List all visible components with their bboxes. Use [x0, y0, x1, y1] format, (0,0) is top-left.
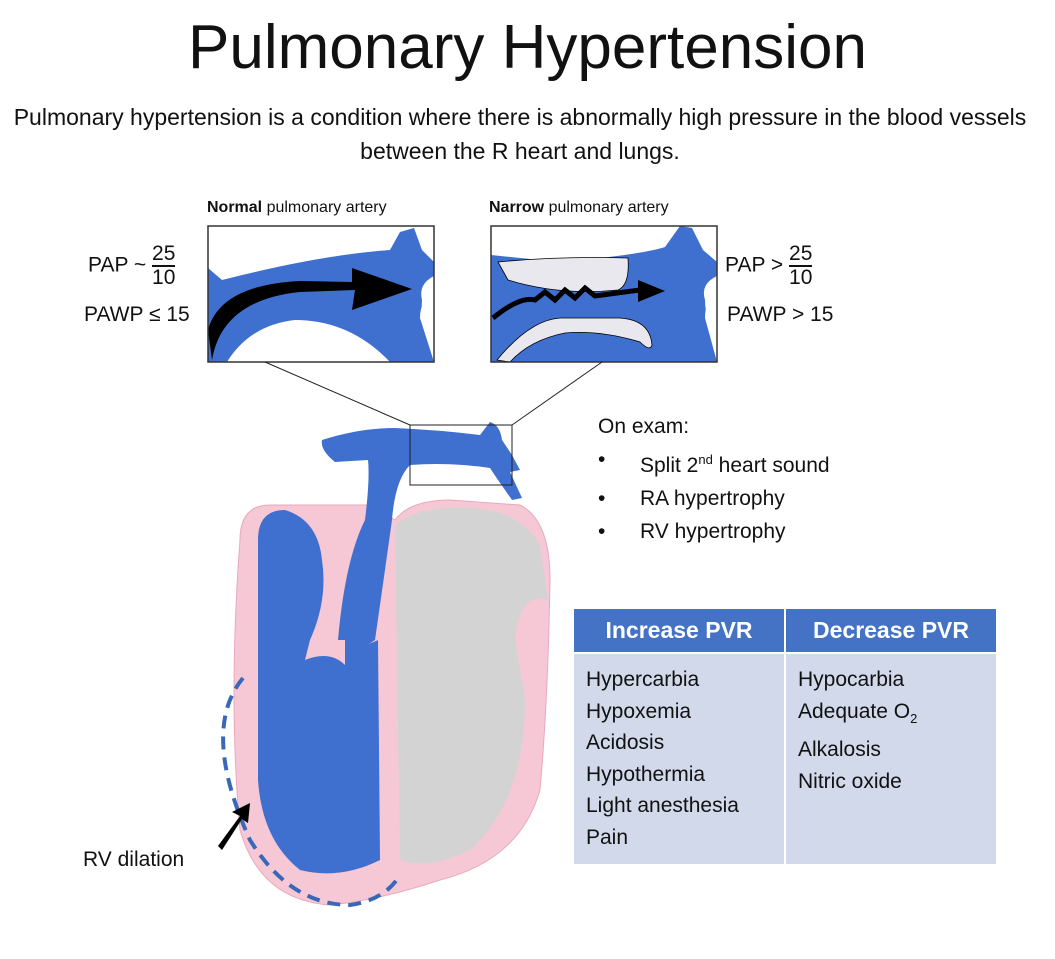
list-item: Hypothermia [586, 762, 706, 786]
pap-systolic: 25 [152, 242, 176, 267]
pap-label: PAP ~ [88, 253, 147, 277]
normal-pawp: PAWP ≤ 15 [84, 303, 190, 326]
normal-artery-caption: Normal pulmonary artery [207, 199, 387, 217]
arrow-icon [218, 803, 250, 850]
pap-diastolic: 10 [789, 266, 813, 289]
pap-label: PAP > [725, 253, 784, 277]
pap-diastolic: 10 [152, 266, 176, 289]
list-item: Adequate O2 [798, 696, 984, 735]
exam-text: heart sound [712, 454, 830, 477]
pulmonary-artery [321, 422, 522, 646]
exam-heading: On exam: [598, 415, 690, 438]
subscript: 2 [910, 710, 918, 726]
exam-findings: On exam: Split 2nd heart sound RA hypert… [598, 410, 830, 548]
caption-rest: pulmonary artery [262, 199, 387, 216]
caption-bold: Normal [207, 199, 263, 216]
pap-systolic: 25 [789, 242, 813, 267]
list-item: Hypercarbia [586, 668, 700, 691]
header-decrease-pvr: Decrease PVR [784, 607, 998, 654]
zoom-line [511, 361, 603, 426]
exam-text: Split 2 [640, 454, 699, 477]
page-title: Pulmonary Hypertension [188, 13, 867, 82]
zoom-line [264, 361, 411, 426]
right-ventricle [258, 510, 380, 874]
list-item: Alkalosis [798, 738, 881, 762]
increase-pvr-cell: Hypercarbia Hypoxemia Acidosis Hypotherm… [572, 652, 786, 866]
list-text: Adequate O [798, 699, 911, 723]
superscript: nd [698, 452, 713, 467]
list-item: Light anesthesia [586, 794, 739, 817]
narrow-artery-caption: Narrow pulmonary artery [489, 199, 669, 217]
exam-item: RV hypertrophy [598, 515, 830, 548]
header-increase-pvr: Increase PVR [572, 607, 786, 654]
flow-arrow-icon [638, 280, 665, 302]
narrow-artery-inset [490, 225, 718, 363]
list-item: Acidosis [586, 731, 665, 754]
normal-artery-inset [207, 225, 435, 363]
narrow-pawp: PAWP > 15 [727, 303, 834, 326]
list-item: Pain [586, 825, 629, 849]
pvr-table: Increase PVR Decrease PVR Hypercarbia Hy… [572, 607, 998, 866]
exam-item: Split 2nd heart sound [598, 443, 830, 482]
exam-item: RA hypertrophy [598, 482, 830, 515]
heart-illustration [218, 422, 551, 908]
subtitle: Pulmonary hypertension is a condition wh… [13, 104, 1027, 164]
flow-arrow-icon [208, 268, 412, 360]
list-item: Hypocarbia [798, 668, 905, 691]
rv-dilation-label: RV dilation [83, 848, 185, 871]
list-item: Hypoxemia [586, 699, 692, 723]
caption-rest: pulmonary artery [544, 199, 669, 216]
caption-bold: Narrow [489, 199, 545, 216]
decrease-pvr-cell: Hypocarbia Adequate O2 Alkalosis Nitric … [784, 652, 998, 866]
list-item: Nitric oxide [798, 769, 902, 793]
